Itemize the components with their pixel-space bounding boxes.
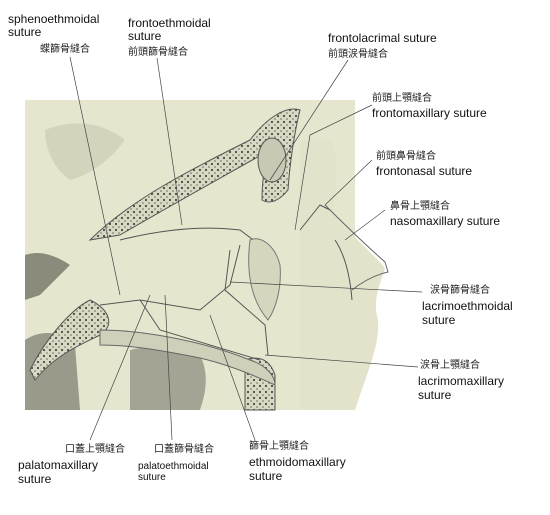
label-jp: 口蓋上顎縫合 <box>65 444 125 455</box>
label-en: lacrimoethmoidal <box>422 299 513 314</box>
label-en: frontoethmoidal <box>128 16 211 30</box>
label-sphenoethmoidal-suture: sphenoethmoidal suture 蝶篩骨縫合 <box>8 12 100 55</box>
label-frontoethmoidal-suture: frontoethmoidal suture 前頭篩骨縫合 <box>128 16 211 58</box>
label-en: frontomaxillary suture <box>372 106 487 121</box>
label-palatomaxillary-suture: 口蓋上顎縫合 palatomaxillary suture <box>18 444 125 486</box>
label-en: suture <box>418 387 452 402</box>
label-jp: 前頭涙骨縫合 <box>328 49 388 61</box>
label-jp: 涙骨篩骨縫合 <box>430 285 490 296</box>
label-jp: 前頭鼻骨縫合 <box>376 151 436 162</box>
label-lacrimoethmoidal-suture: 涙骨篩骨縫合 lacrimoethmoidal suture <box>422 285 513 327</box>
label-nasomaxillary-suture: 鼻骨上顎縫合 nasomaxillary suture <box>390 201 500 229</box>
label-jp: 涙骨上顎縫合 <box>420 360 480 371</box>
label-palatoethmoidal-suture: 口蓋篩骨縫合 palatoethmoidal suture <box>138 444 214 484</box>
label-en: frontonasal suture <box>376 164 473 179</box>
label-en: ethmoidomaxillary <box>249 455 346 470</box>
label-frontolacrimal-suture: frontolacrimal suture 前頭涙骨縫合 <box>328 31 437 61</box>
label-en: lacrimomaxillary <box>418 374 505 389</box>
label-en: nasomaxillary suture <box>390 214 501 229</box>
label-en: frontolacrimal suture <box>328 31 437 45</box>
label-en: sphenoethmoidal <box>8 12 100 26</box>
label-en: suture <box>128 29 162 44</box>
label-jp: 前頭篩骨縫合 <box>128 46 188 58</box>
label-frontomaxillary-suture: 前頭上顎縫合 frontomaxillary suture <box>372 93 487 121</box>
skull-drawing <box>25 100 389 411</box>
label-jp: 蝶篩骨縫合 <box>40 43 90 55</box>
label-en: palatoethmoidal <box>138 461 209 473</box>
label-jp: 前頭上顎縫合 <box>372 93 432 104</box>
label-jp: 篩骨上顎縫合 <box>249 441 309 452</box>
label-jp: 鼻骨上顎縫合 <box>390 201 450 212</box>
label-jp: 口蓋篩骨縫合 <box>154 444 214 455</box>
label-en: suture <box>249 468 283 483</box>
leader-lines <box>69 56 423 441</box>
label-en: suture <box>422 312 456 327</box>
label-lacrimomaxillary-suture: 涙骨上顎縫合 lacrimomaxillary suture <box>418 360 504 402</box>
label-ethmoidomaxillary-suture: 篩骨上顎縫合 ethmoidomaxillary suture <box>249 441 346 483</box>
label-frontonasal-suture: 前頭鼻骨縫合 frontonasal suture <box>376 151 472 179</box>
label-en: suture <box>18 471 52 486</box>
label-en: suture <box>8 25 42 40</box>
label-en: suture <box>138 472 166 484</box>
label-en: palatomaxillary <box>18 458 99 473</box>
